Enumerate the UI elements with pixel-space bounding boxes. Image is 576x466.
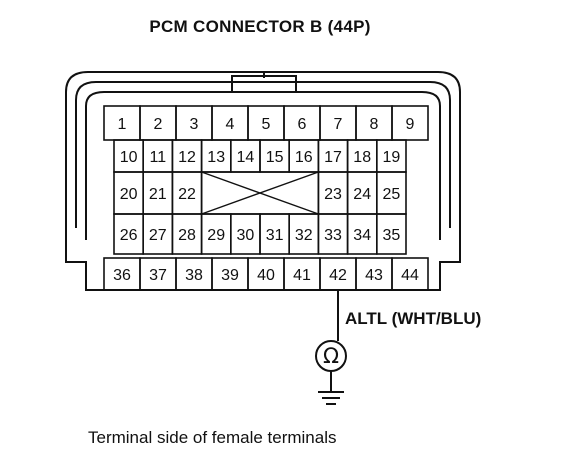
terminal-number: 33 bbox=[324, 227, 342, 244]
terminal-number: 35 bbox=[383, 227, 401, 244]
terminal-number: 8 bbox=[370, 116, 379, 133]
terminal-number: 37 bbox=[149, 267, 167, 284]
terminal-number: 30 bbox=[237, 227, 255, 244]
terminal-number: 27 bbox=[149, 227, 167, 244]
terminal-number: 28 bbox=[178, 227, 196, 244]
terminal-number: 23 bbox=[324, 186, 342, 203]
terminal-number: 4 bbox=[226, 116, 235, 133]
terminal-number: 10 bbox=[120, 149, 138, 166]
terminal-number: 7 bbox=[334, 116, 343, 133]
terminal-number: 39 bbox=[221, 267, 239, 284]
terminal-number: 13 bbox=[207, 149, 225, 166]
terminal-number: 12 bbox=[178, 149, 196, 166]
terminal-number: 41 bbox=[293, 267, 311, 284]
terminal-number: 29 bbox=[207, 227, 225, 244]
terminal-number: 15 bbox=[266, 149, 284, 166]
terminal-number: 43 bbox=[365, 267, 383, 284]
connector-housing-inner bbox=[75, 81, 451, 228]
terminal-cell bbox=[375, 213, 407, 255]
terminal-number: 18 bbox=[353, 149, 371, 166]
diagram-title: PCM CONNECTOR B (44P) bbox=[149, 17, 371, 36]
terminal-cell bbox=[391, 105, 429, 141]
connector-latch bbox=[231, 75, 297, 92]
terminal-cell bbox=[391, 257, 429, 291]
connector-housing-outer bbox=[65, 71, 461, 291]
terminal-number: 6 bbox=[298, 116, 307, 133]
terminal-number: 1 bbox=[118, 116, 127, 133]
terminal-number: 11 bbox=[149, 149, 166, 166]
terminal-number: 3 bbox=[190, 116, 199, 133]
terminal-number: 32 bbox=[295, 227, 313, 244]
blank-cross-line bbox=[201, 171, 319, 215]
terminal-number: 21 bbox=[149, 186, 167, 203]
wire-label: ALTL (WHT/BLU) bbox=[345, 309, 482, 328]
ohmmeter-icon: Ω bbox=[315, 340, 347, 372]
terminal-number: 5 bbox=[262, 116, 271, 133]
terminal-number: 22 bbox=[178, 186, 196, 203]
terminal-number: 36 bbox=[113, 267, 131, 284]
diagram-caption: Terminal side of female terminals bbox=[88, 428, 337, 447]
terminal-number: 31 bbox=[266, 227, 284, 244]
terminal-number: 14 bbox=[237, 149, 255, 166]
terminal-number: 9 bbox=[406, 116, 415, 133]
terminal-number: 34 bbox=[353, 227, 371, 244]
ground-icon bbox=[318, 371, 344, 405]
terminal-number: 26 bbox=[120, 227, 138, 244]
terminal-number: 17 bbox=[324, 149, 342, 166]
terminal-number: 16 bbox=[295, 149, 313, 166]
terminal-number: 40 bbox=[257, 267, 275, 284]
terminal-number: 2 bbox=[154, 116, 163, 133]
terminal-number: 44 bbox=[401, 267, 419, 284]
terminal-number: 38 bbox=[185, 267, 203, 284]
connector-housing-inner2 bbox=[85, 91, 441, 240]
terminal-number: 42 bbox=[329, 267, 347, 284]
ohm-symbol: Ω bbox=[323, 344, 339, 368]
terminal-number: 25 bbox=[383, 186, 401, 203]
terminal-number: 20 bbox=[120, 186, 138, 203]
terminal-number: 24 bbox=[353, 186, 371, 203]
terminal-number: 19 bbox=[383, 149, 401, 166]
